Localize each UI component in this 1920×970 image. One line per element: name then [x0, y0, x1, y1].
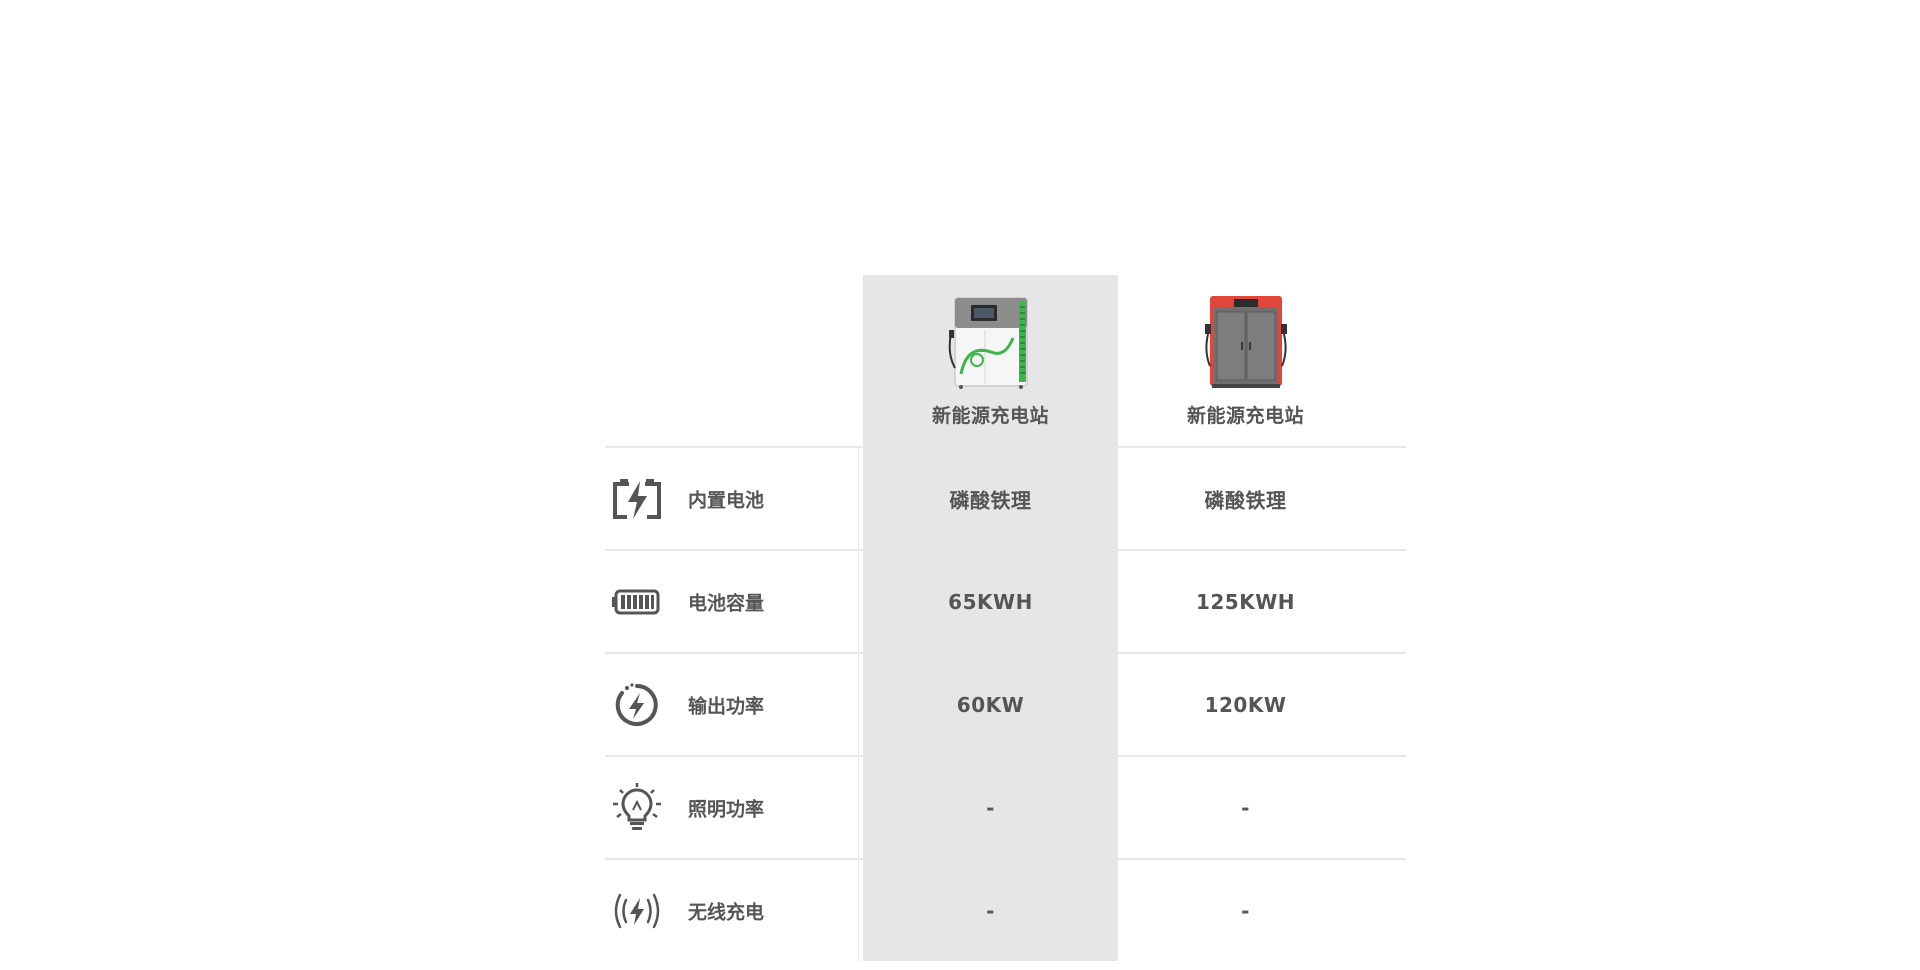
spec-value: 磷酸铁理	[949, 488, 1032, 512]
spec-row-lighting-power: 照明功率 - -	[605, 755, 1406, 858]
product-name[interactable]: 新能源充电站	[931, 405, 1049, 427]
product-comparison-table: 新能源充电站	[605, 275, 1406, 961]
output-power-icon	[615, 682, 658, 726]
spec-label: 电池容量	[688, 592, 765, 614]
product-column-1[interactable]: 新能源充电站	[863, 275, 1118, 446]
product-header-row: 新能源充电站	[605, 275, 1406, 446]
product-image-charging-station-green[interactable]	[947, 294, 1035, 390]
spec-value: 65KWH	[948, 589, 1033, 614]
light-bulb-icon	[613, 782, 661, 830]
product-column-2[interactable]: 新能源充电站	[1118, 275, 1373, 446]
spec-value: -	[986, 795, 995, 820]
spec-value: 125KWH	[1195, 589, 1296, 614]
spec-row-wireless-charging: 无线充电 - -	[605, 858, 1406, 961]
product-name[interactable]: 新能源充电站	[1186, 405, 1304, 427]
spec-row-output-power: 输出功率 60KW 120KW	[605, 652, 1406, 755]
spec-value: -	[1241, 898, 1250, 923]
wireless-charge-icon	[614, 893, 660, 928]
spec-value: -	[986, 898, 995, 923]
spec-value: 120KW	[1204, 692, 1287, 717]
column-divider	[858, 860, 859, 961]
spec-row-battery-capacity: 电池容量 65KWH 125KWH	[605, 549, 1406, 652]
spec-value: 磷酸铁理	[1204, 488, 1287, 512]
spec-label: 无线充电	[688, 901, 765, 923]
spec-label: 输出功率	[688, 695, 765, 717]
battery-capacity-icon	[612, 589, 660, 614]
column-divider	[858, 448, 859, 549]
spec-label: 照明功率	[688, 798, 765, 820]
highlighted-column	[863, 275, 1118, 961]
spec-label: 内置电池	[688, 489, 765, 511]
spec-value: 60KW	[956, 692, 1025, 717]
spec-row-battery-type: 内置电池 磷酸铁理 磷酸铁理	[605, 446, 1406, 549]
column-divider	[858, 757, 859, 858]
product-image-charging-station-red[interactable]	[1204, 294, 1288, 390]
battery-charge-icon	[613, 478, 661, 519]
column-divider	[858, 551, 859, 652]
spec-value: -	[1241, 795, 1250, 820]
column-divider	[858, 654, 859, 755]
